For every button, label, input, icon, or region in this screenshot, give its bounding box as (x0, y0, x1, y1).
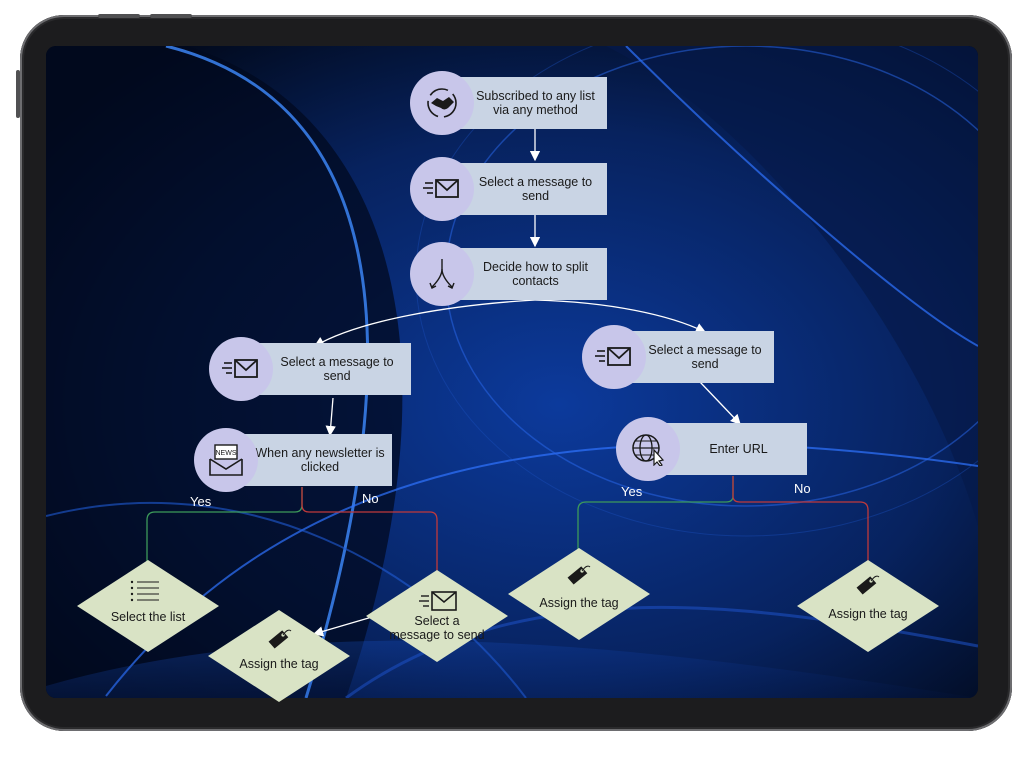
diamond-shape (797, 560, 939, 652)
send-mail-icon (410, 157, 474, 221)
node-decide-split[interactable]: Decide how to split contacts (410, 242, 607, 306)
power-button (16, 70, 20, 118)
action-label: Assign the tag (828, 607, 908, 621)
send-mail-icon (209, 337, 273, 401)
checklist-icon (130, 580, 159, 602)
no-branch-right (732, 476, 869, 562)
yes-branch-left (146, 487, 303, 566)
node-label: Decide how to split contacts (483, 260, 588, 288)
connector-left-to-newsletter (325, 397, 336, 437)
globe-cursor-icon (616, 417, 680, 481)
node-enter-url[interactable]: Enter URL (616, 417, 807, 481)
handshake-icon (410, 71, 474, 135)
send-mail-icon (419, 591, 457, 611)
action-label: Assign the tag (539, 596, 619, 610)
node-select-message-left[interactable]: Select a message to send (209, 337, 411, 401)
action-label: Select a message to send (389, 614, 485, 642)
news-badge-text: NEWS (216, 450, 237, 457)
volume-up-button (98, 14, 140, 18)
tag-icon (268, 629, 292, 649)
branch-label-no-right: No (794, 481, 811, 496)
newsletter-icon: NEWS (194, 428, 258, 492)
node-label: Subscribed to any list via any method (476, 89, 595, 117)
node-subscribed[interactable]: Subscribed to any list via any method (410, 71, 607, 135)
action-assign-tag-2[interactable]: Assign the tag (508, 548, 650, 640)
yes-branch-right (577, 476, 734, 551)
diamond-shape (77, 560, 219, 652)
connector-decide-to-left (313, 299, 536, 347)
no-branch-left (301, 487, 438, 572)
connector-decide-to-right (534, 299, 707, 333)
diamond-shape (366, 570, 508, 662)
branch-label-yes-left: Yes (190, 494, 212, 509)
action-assign-tag-3[interactable]: Assign the tag (797, 560, 939, 652)
action-label: Assign the tag (239, 657, 319, 671)
send-mail-icon (582, 325, 646, 389)
action-label: Select the list (110, 610, 186, 624)
action-assign-tag-1[interactable]: Assign the tag (208, 610, 350, 702)
node-select-message-1[interactable]: Select a message to send (410, 157, 607, 221)
tag-icon (856, 575, 880, 595)
volume-down-button (150, 14, 192, 18)
tag-icon (567, 565, 591, 585)
node-label: Enter URL (709, 442, 768, 456)
split-icon (410, 242, 474, 306)
action-select-list[interactable]: Select the list (77, 560, 219, 652)
node-select-message-right[interactable]: Select a message to send (582, 325, 774, 389)
action-select-message[interactable]: Select a message to send (366, 570, 508, 662)
node-label: Select a message to send (648, 343, 762, 371)
diamond-shape (508, 548, 650, 640)
node-label: When any newsletter is clicked (255, 446, 385, 474)
node-newsletter-clicked[interactable]: When any newsletter is clicked NEWS (194, 428, 392, 492)
branch-label-no-left: No (362, 491, 379, 506)
branch-label-yes-right: Yes (621, 484, 643, 499)
connector-right-to-url (699, 381, 741, 425)
node-label: Select a message to send (280, 355, 394, 383)
diamond-shape (208, 610, 350, 702)
node-label: Select a message to send (478, 175, 593, 203)
connector-message-to-tag (312, 616, 373, 637)
